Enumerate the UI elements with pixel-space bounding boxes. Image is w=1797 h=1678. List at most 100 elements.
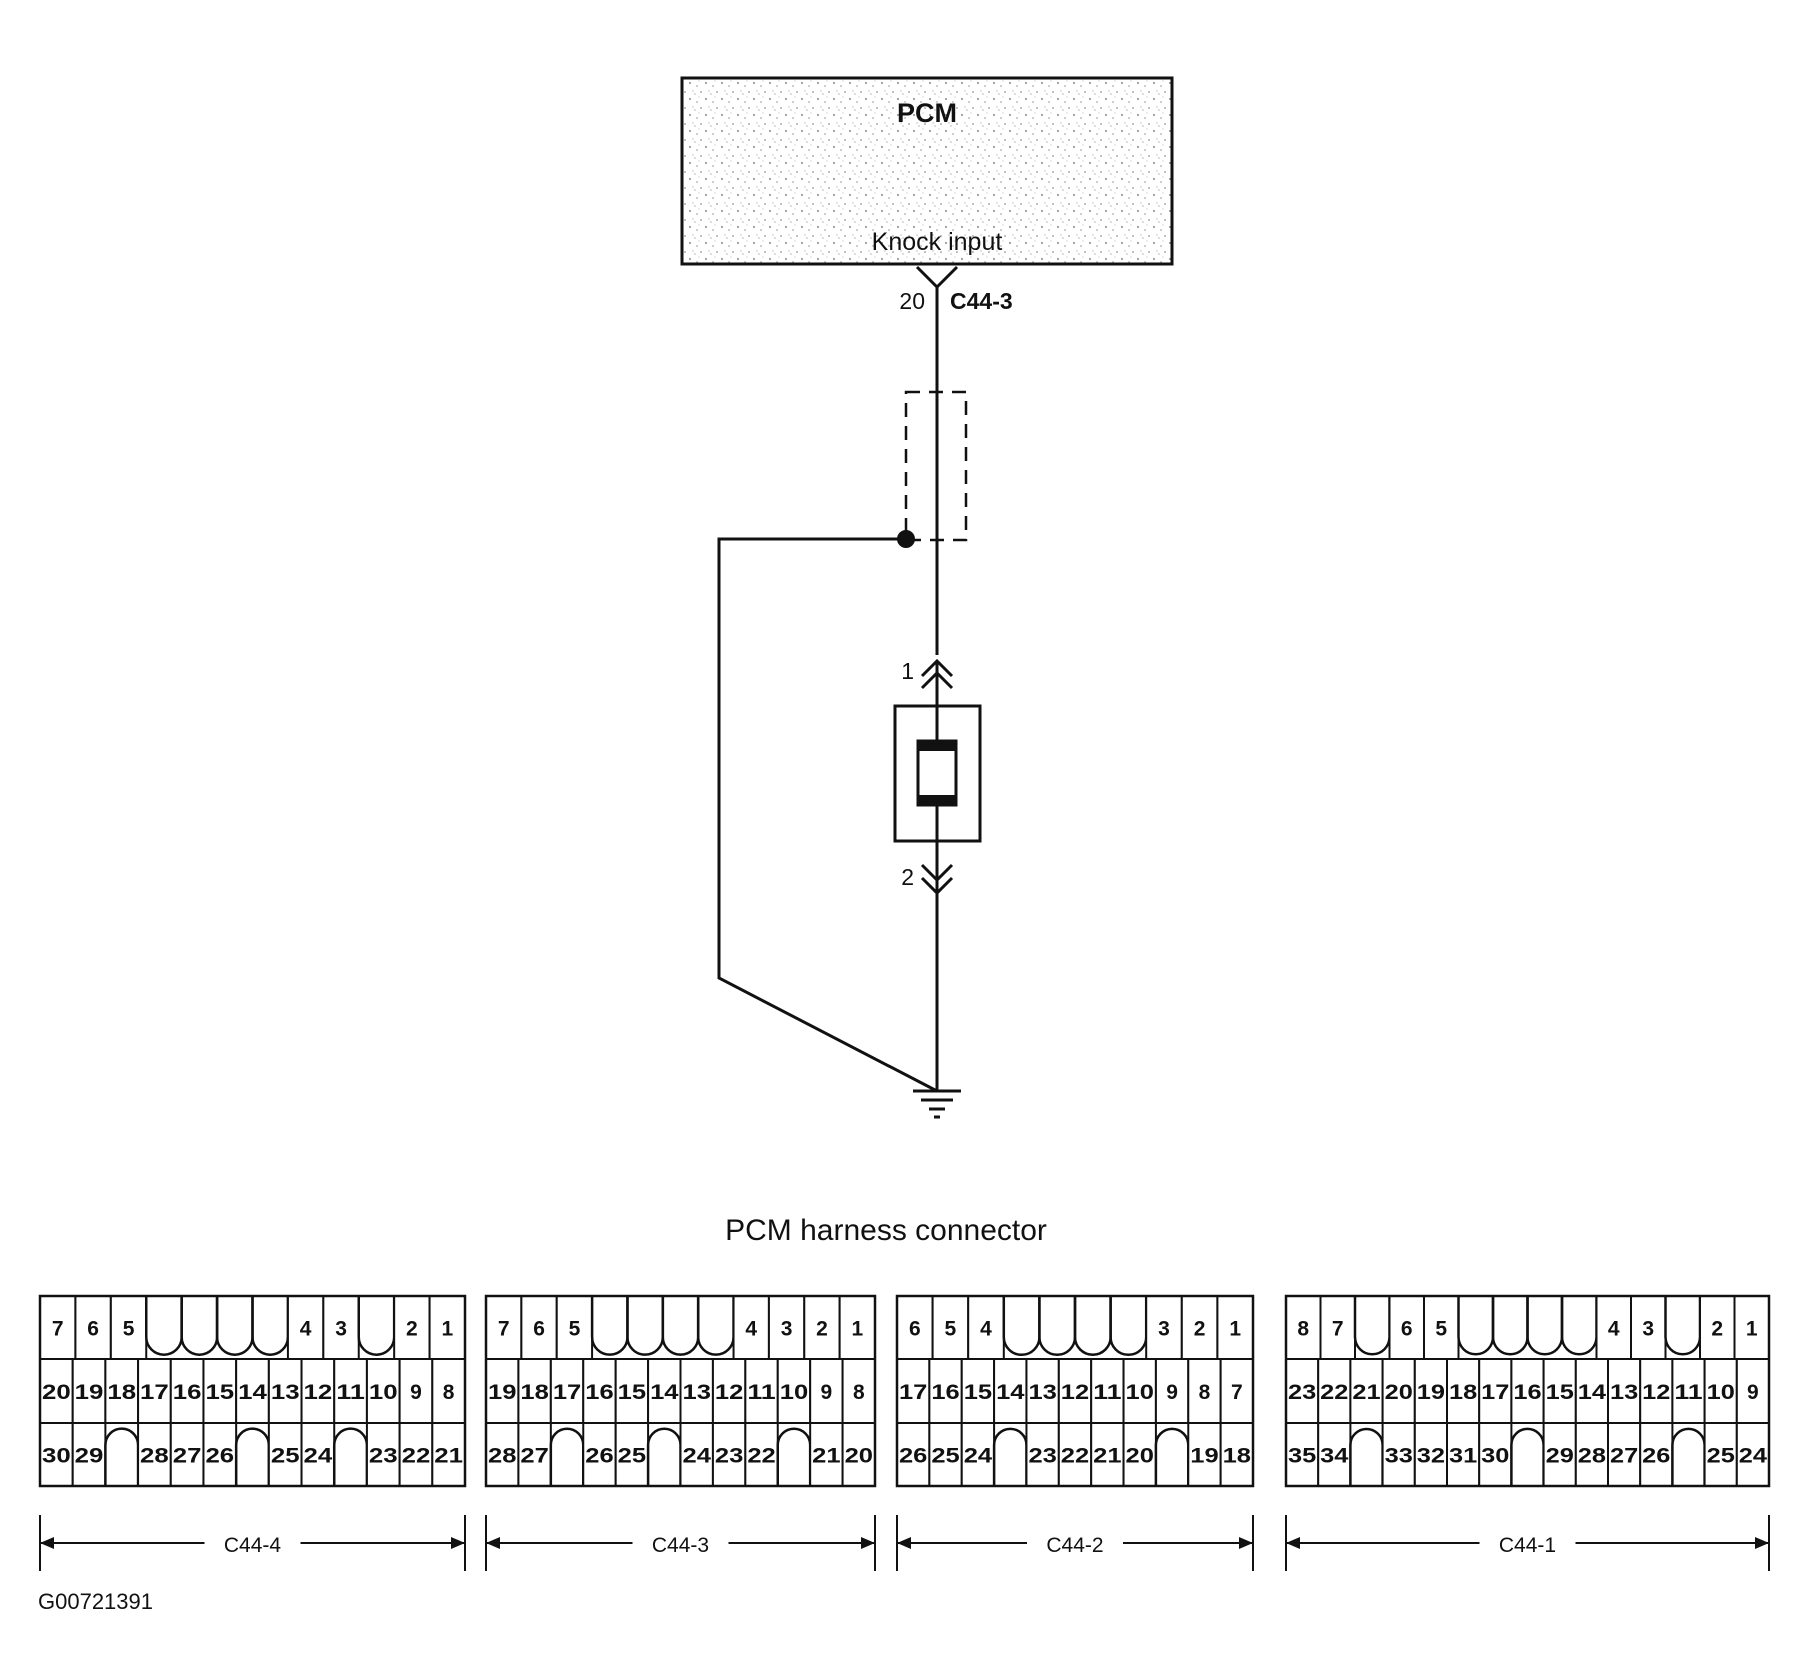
arrow-left-icon [40,1537,54,1549]
arrow-right-icon [861,1537,875,1549]
pin-number: 18 [1449,1381,1478,1404]
element-plate-bottom [918,795,956,805]
pin-number: 1 [1746,1318,1758,1341]
pin-cavity [711,1358,747,1424]
arrow-right-icon [1239,1537,1253,1549]
pin-cavity [931,1295,970,1360]
pin-cavity [647,1358,682,1424]
pin-number: 2 [406,1318,418,1341]
pin-cavity [398,1422,434,1487]
pin-number: 30 [42,1445,71,1468]
pin-number: 12 [715,1381,743,1404]
arrow-left-icon [1286,1537,1300,1549]
sensor-pin-2: 2 [901,841,954,896]
pin-number: 12 [1061,1381,1089,1404]
pin-cavity [1090,1358,1125,1424]
pin-number: 20 [42,1381,71,1404]
connector-span-c44-2: C44-2 [896,1515,1254,1571]
pin-number: 17 [140,1381,169,1404]
pin-number: 3 [1642,1318,1654,1341]
connector-frame [895,1294,1255,1488]
pin-cavity [1510,1358,1545,1424]
pcm-terminal: 20 C44-3 [899,265,1013,314]
pin-number: 23 [1288,1381,1316,1404]
pin-number: 10 [1126,1381,1154,1404]
knock-sensor [893,704,982,843]
connector-key-notch [180,1296,219,1356]
pin-number: 23 [1028,1445,1056,1468]
pin-number: 18 [107,1381,136,1404]
pin-number: 11 [336,1381,365,1404]
pin-number: 25 [1707,1445,1736,1468]
pin-cavity [431,1358,466,1424]
pin-number: 1 [441,1318,453,1341]
pin-number: 21 [812,1445,841,1468]
pin-number: 12 [1642,1381,1670,1404]
pin-number: 9 [821,1381,833,1404]
pin-number: 27 [173,1445,202,1468]
pin-number: 8 [1297,1318,1309,1341]
connector-key-notch [992,1427,1028,1486]
connector-key-notch [1353,1296,1391,1356]
element-plate-top [918,741,956,751]
connector-name: C44-4 [224,1534,282,1557]
pin-cavity [841,1422,876,1487]
pin-number: 14 [996,1381,1025,1404]
pin-number: 11 [1674,1381,1703,1404]
pin-cavity [711,1422,747,1487]
pin-cavity [169,1358,205,1424]
pin-number: 18 [520,1381,549,1404]
pin-cavity [1122,1422,1157,1487]
pin-number: 15 [618,1381,647,1404]
connector-key-notch [1109,1296,1148,1357]
pin-number: 15 [964,1381,993,1404]
pin-number: 23 [715,1445,743,1468]
connector-key-notch [251,1296,290,1356]
connector-name: C44-1 [1499,1534,1556,1557]
pin-number: 25 [271,1445,300,1468]
connector-key-notch [646,1427,682,1486]
connector-key-notch [696,1296,735,1356]
pin-number: 28 [488,1445,517,1468]
pin-number: 19 [75,1381,104,1404]
pin-number: 21 [1352,1381,1381,1404]
connector-key-notch [145,1296,183,1356]
pin-number: 20 [845,1445,873,1468]
pin-number: 27 [520,1445,548,1468]
pin-number: 26 [585,1445,613,1468]
pin-cavity [235,1358,270,1424]
pin-number: 17 [1481,1381,1509,1404]
pin-cavity [322,1295,360,1360]
pcm-box [680,76,1174,266]
pin-number: 24 [304,1445,333,1468]
connector-key-notch [776,1427,812,1486]
pin-cavity [1413,1422,1449,1487]
pin-cavity [960,1422,996,1487]
connector-key-notch [215,1296,254,1356]
pin-number: 26 [205,1445,234,1468]
pin-number: 5 [569,1318,581,1341]
pin-number: 10 [780,1381,808,1404]
connector-key-notch [661,1296,700,1356]
pin-number: 31 [1449,1445,1478,1468]
pin-number: 25 [931,1445,960,1468]
pin-number: 24 [683,1445,712,1468]
connector-key-notch [1154,1427,1190,1486]
sensor-pin-1: 1 [901,658,954,690]
pin-cavity [928,1358,963,1424]
pin-number: 13 [1028,1381,1056,1404]
connector-key-notch [1349,1427,1384,1486]
pin-number: 16 [1513,1381,1541,1404]
pin-cavity [776,1358,812,1424]
ground-icon [913,1089,961,1119]
pin-number: 35 [1288,1445,1317,1468]
pin-number: 2 [1711,1318,1723,1341]
pin-number: 23 [369,1445,398,1468]
connector-key-notch [549,1427,585,1486]
connector-key-notch [1073,1296,1112,1357]
pcm-module: PCM Knock input [680,76,1174,266]
pin-cavity [1478,1422,1513,1487]
